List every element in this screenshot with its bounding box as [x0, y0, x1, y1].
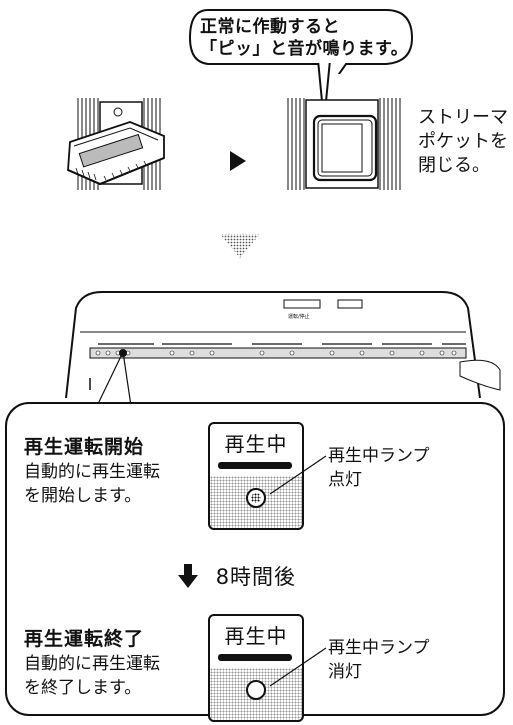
lamp-pointer-on: [269, 455, 327, 495]
lamp-bar: [218, 654, 292, 661]
lamp-note-on: 再生中ランプ 点灯: [328, 446, 430, 490]
lamp-off-icon: [246, 680, 266, 700]
lamp-label: 再生中: [224, 432, 288, 456]
pointer-lines: [96, 351, 132, 407]
end-body: 自動的に再生運転 を終了します。: [24, 654, 160, 698]
down-triangle-icon: [220, 234, 260, 258]
end-title: 再生運転終了: [24, 628, 145, 650]
open-pocket-illustration: [67, 98, 165, 190]
lamp-panel-on: 再生中: [208, 422, 304, 530]
lamp-panel-off: 再生中: [208, 614, 304, 722]
after-row: 8時間後: [178, 561, 296, 591]
closed-pocket-illustration: [287, 98, 401, 190]
svg-text:運転/停止: 運転/停止: [288, 313, 310, 320]
lamp-label: 再生中: [224, 624, 288, 648]
start-body: 自動的に再生運転 を開始します。: [24, 462, 160, 506]
right-triangle-icon: [230, 151, 246, 171]
down-arrow-icon: [178, 564, 198, 588]
caption: ストリーマ ポケットを 閉じる。: [418, 107, 508, 176]
bubble-text: 正常に作動すると 「ピッ」と音が鳴ります。: [200, 17, 409, 59]
lamp-on-icon: [246, 488, 266, 508]
lamp-bar: [218, 462, 292, 469]
lamp-note-off: 再生中ランプ 消灯: [328, 638, 430, 682]
after-text: 8時間後: [215, 565, 297, 589]
unit-front-illustration: 運転/停止: [65, 291, 501, 398]
speech-bubble: [188, 9, 414, 74]
lamp-pointer-off: [269, 647, 327, 687]
start-title: 再生運転開始: [24, 436, 145, 458]
